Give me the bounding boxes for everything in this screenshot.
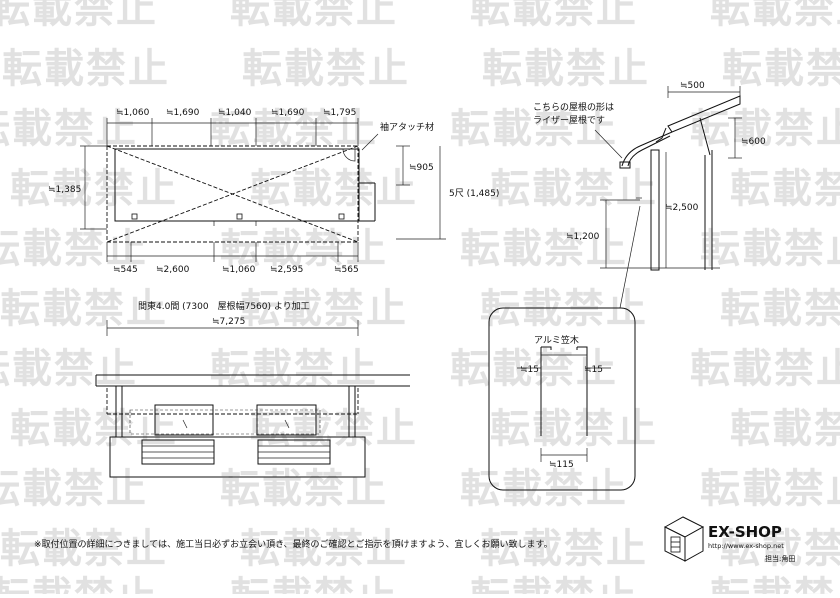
watermark-text: 転載禁止 (700, 466, 840, 512)
watermark-text: 転載禁止 (730, 166, 840, 212)
watermark-text: 転載禁止 (690, 346, 840, 392)
staff-label: 担当:角田 (765, 554, 795, 563)
plan-top-dim-2: ≒1,690 (166, 108, 200, 118)
detail-right-dim: ≒15 (584, 365, 603, 375)
watermark-text: 転載禁止 (250, 406, 418, 452)
watermark-text: 転載禁止 (720, 286, 840, 332)
detail-title: アルミ笠木 (534, 334, 579, 346)
attach-material-label: 袖アタッチ材 (380, 121, 434, 133)
watermark-text: 転載禁止 (0, 226, 148, 272)
watermark-text: 転載禁止 (490, 166, 658, 212)
detail-left-dim: ≒15 (520, 365, 539, 375)
plan-top-dim-5: ≒1,795 (323, 108, 356, 118)
watermark-text: 転載禁止 (210, 346, 378, 392)
watermark-text: 転載禁止 (0, 286, 168, 332)
watermark-text: 転載禁止 (0, 574, 158, 594)
plan-top-dim-4: ≒1,690 (271, 108, 305, 118)
ex-shop-logo-icon (663, 516, 705, 562)
elevation-width-dim: ≒7,275 (212, 317, 245, 327)
roof-note-line1: こちらの屋根の形は (533, 101, 614, 113)
plan-bottom-dim-5: ≒565 (334, 265, 359, 275)
plan-bottom-dim-3: ≒1,060 (222, 265, 256, 275)
watermark-text: 転載禁止 (480, 526, 648, 572)
side-dim-600: ≒600 (741, 137, 766, 147)
watermark-text: 転載禁止 (450, 106, 618, 152)
watermark-text: 転載禁止 (690, 106, 840, 152)
installation-notice: ※取付位置の詳細につきましては、施工当日必ずお立会い頂き、最終のご確認とご指示を… (34, 538, 553, 550)
detail-bottom-dim: ≒115 (549, 460, 574, 470)
watermark-text: 転載禁止 (460, 466, 628, 512)
plan-bottom-dim-2: ≒2,600 (156, 265, 190, 275)
elevation-caption: 間東4.0間 (7300 屋根幅7560) より加工 (138, 300, 310, 312)
watermark-text: 転載禁止 (700, 226, 840, 272)
watermark-text: 転載禁止 (0, 0, 158, 32)
watermark-text: 転載禁止 (2, 46, 170, 92)
roof-note-line2: ライザー屋根です (533, 114, 605, 126)
watermark-text: 転載禁止 (710, 574, 840, 594)
watermark-text: 転載禁止 (250, 166, 418, 212)
watermark-text: 転載禁止 (480, 286, 648, 332)
watermark-text: 転載禁止 (242, 46, 410, 92)
plan-left-dim: ≒1,385 (48, 185, 81, 195)
watermark-text: 転載禁止 (460, 226, 628, 272)
footer: ※取付位置の詳細につきましては、施工当日必ずお立会い頂き、最終のご確認とご指示を… (34, 516, 795, 563)
plan-bottom-dim-4: ≒2,595 (270, 265, 303, 275)
watermark-text: 転載禁止 (0, 106, 138, 152)
coping-detail: アルミ笠木 ≒15 ≒15 ≒115 (488, 307, 636, 491)
plan-right-outer-dim: 5尺 (1,485) (449, 188, 499, 199)
watermark-text: 転載禁止 (470, 574, 638, 594)
watermark-text: 転載禁止 (10, 166, 178, 212)
front-elevation: 間東4.0間 (7300 屋根幅7560) より加工 ≒7,275 (95, 300, 410, 478)
watermark-text: 転載禁止 (470, 0, 638, 32)
plan-top-dim-3: ≒1,040 (218, 108, 252, 118)
watermark-text: 転載禁止 (240, 526, 408, 572)
watermark-text: 転載禁止 (0, 346, 138, 392)
side-dim-2500: ≒2,500 (665, 203, 699, 213)
watermark-text: 転載禁止 (490, 406, 658, 452)
watermark-text: 転載禁止 (230, 0, 398, 32)
plan-bottom-dim-1: ≒545 (113, 265, 138, 275)
watermark-text: 転載禁止 (10, 406, 178, 452)
watermark-text: 転載禁止 (0, 526, 168, 572)
watermark-text: 転載禁止 (710, 0, 840, 32)
ex-shop-url[interactable]: http://www.ex-shop.net (708, 542, 784, 550)
watermark-text: 転載禁止 (450, 346, 618, 392)
watermark-text: 転載禁止 (240, 286, 408, 332)
watermark-text: 転載禁止 (210, 106, 378, 152)
side-view: こちらの屋根の形は ライザー屋根です ≒500 ≒600 ≒2,500 (533, 81, 766, 309)
plan-top-dim-1: ≒1,060 (116, 108, 150, 118)
ex-shop-logo-text: EX-SHOP (708, 523, 782, 541)
watermark-text: 転載禁止 (722, 46, 840, 92)
side-dim-1200: ≒1,200 (566, 232, 600, 242)
watermark-text: 転載禁止 (230, 574, 398, 594)
plan-view: ≒1,060 ≒1,690 ≒1,040 ≒1,690 ≒1,795 袖アタッチ… (48, 108, 499, 275)
watermark-text: 転載禁止 (482, 46, 650, 92)
watermark-text: 転載禁止 (730, 406, 840, 452)
watermark-text: 転載禁止 (720, 526, 840, 572)
plan-right-inner-dim: ≒905 (409, 163, 434, 173)
side-dim-500: ≒500 (680, 81, 705, 91)
watermark-text: 転載禁止 (0, 466, 148, 512)
watermark-text: 転載禁止 (220, 466, 388, 512)
